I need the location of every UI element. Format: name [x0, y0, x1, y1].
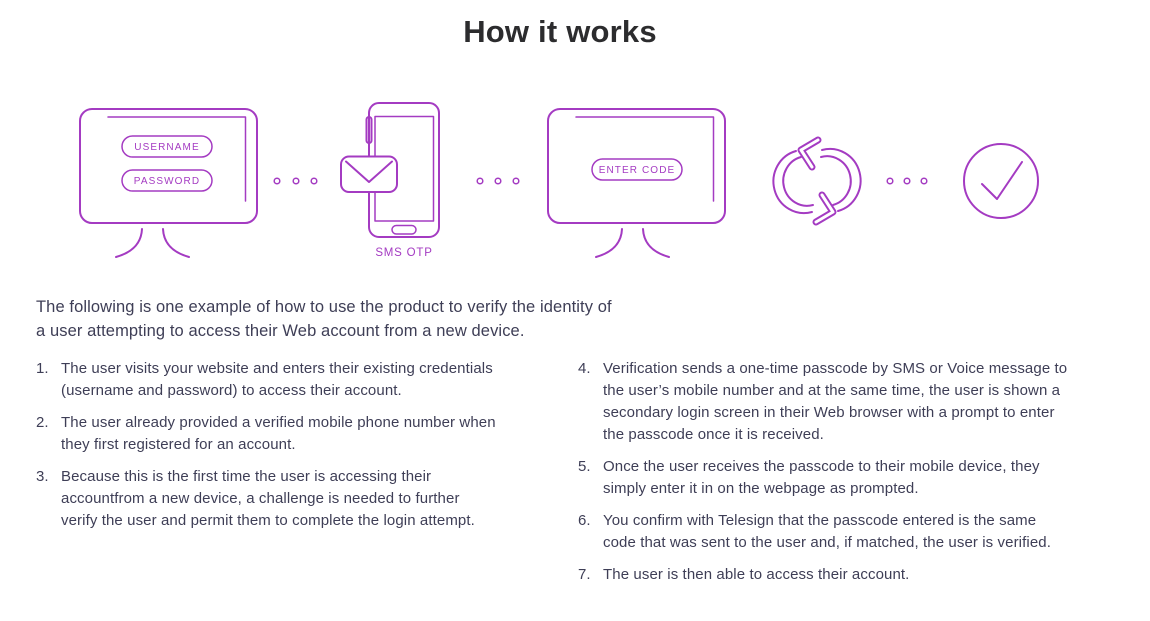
step-number: 3.	[36, 468, 49, 485]
sms-phone-envelope-icon: SMS OTP	[340, 102, 440, 259]
step-item-2: 2. The user already provided a verified …	[36, 412, 556, 456]
step-number: 1.	[36, 360, 49, 377]
step-text: Because this is the first time the user …	[61, 468, 475, 529]
password-pill	[121, 169, 213, 192]
step-text: You confirm with Telesign that the passc…	[603, 512, 1051, 551]
sync-arrows-icon	[772, 136, 862, 226]
step-item-1: 1. The user visits your website and ente…	[36, 358, 556, 402]
ellipsis-dots-icon	[273, 177, 318, 185]
steps-column-right: 4. Verification sends a one-time passcod…	[578, 358, 1118, 596]
step-text: Verification sends a one-time passcode b…	[603, 360, 1068, 443]
code-monitor-icon: ENTER CODE	[547, 108, 726, 258]
ellipsis-dots-icon	[886, 177, 928, 185]
step-number: 6.	[578, 512, 591, 529]
sms-otp-caption: SMS OTP	[375, 247, 432, 259]
step-text: Once the user receives the passcode to t…	[603, 458, 1040, 497]
username-pill	[121, 135, 213, 158]
step-number: 5.	[578, 458, 591, 475]
step-number: 4.	[578, 360, 591, 377]
check-circle-icon	[963, 143, 1039, 219]
username-label: USERNAME	[134, 142, 199, 153]
step-number: 7.	[578, 566, 591, 583]
how-it-works-diagram: USERNAME PASSWORD SMS OTP	[79, 102, 1039, 259]
step-text: The user visits your website and enters …	[61, 360, 493, 399]
password-label: PASSWORD	[134, 176, 200, 187]
step-text: The user is then able to access their ac…	[603, 566, 910, 583]
step-item-5: 5. Once the user receives the passcode t…	[578, 456, 1118, 500]
step-number: 2.	[36, 414, 49, 431]
page-title: How it works	[463, 14, 657, 49]
enter-code-pill	[591, 158, 683, 181]
intro-paragraph: The following is one example of how to u…	[36, 298, 612, 340]
step-item-4: 4. Verification sends a one-time passcod…	[578, 358, 1118, 446]
envelope-icon	[340, 155, 398, 193]
steps-column-left: 1. The user visits your website and ente…	[36, 358, 556, 542]
phone-home-button	[391, 224, 417, 235]
step-item-7: 7. The user is then able to access their…	[578, 564, 1118, 586]
enter-code-label: ENTER CODE	[599, 165, 676, 176]
step-text: The user already provided a verified mob…	[61, 414, 496, 453]
step-item-3: 3. Because this is the first time the us…	[36, 466, 556, 532]
ellipsis-dots-icon	[476, 177, 520, 185]
login-monitor-icon: USERNAME PASSWORD	[79, 108, 258, 258]
step-item-6: 6. You confirm with Telesign that the pa…	[578, 510, 1118, 554]
